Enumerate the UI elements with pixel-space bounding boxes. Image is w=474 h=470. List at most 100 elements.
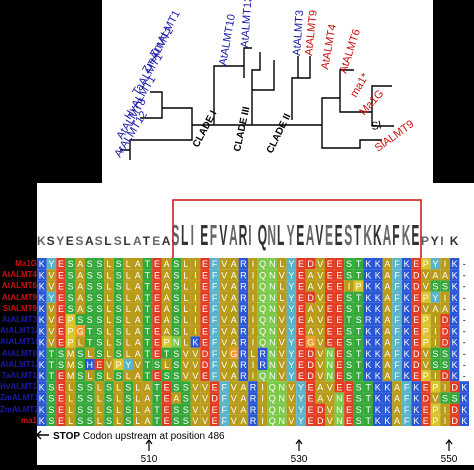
residue-cell [133,314,143,326]
residue-letter: L [106,293,111,303]
residue-letter: F [212,293,218,303]
residue-letter: F [394,259,400,269]
residue-cell [181,347,191,359]
residue-cell [181,291,191,303]
residue-cell [190,314,201,326]
residue-cell [142,403,153,415]
residue-letter: S [48,416,54,426]
residue-cell [257,381,268,393]
residue-letter: R [240,293,247,303]
residue-cell [104,358,114,370]
residue-letter: P [432,405,438,415]
residue-letter: F [404,405,410,415]
residue-cell [200,325,210,337]
residue-cell [161,392,172,404]
residue-letter: K [365,304,371,314]
residue-letter: E [58,304,64,314]
residue-cell [315,325,325,337]
residue-cell [277,280,287,292]
residue-letter: F [212,371,218,381]
residue-letter: T [145,349,151,359]
residue-letter: S [77,349,83,359]
residue-cell [85,269,95,281]
residue-cell [65,325,76,337]
residue-letter: I [434,371,437,381]
residue-letter: E [327,293,333,303]
residue-letter: A [394,382,400,392]
residue-cell [133,347,143,359]
residue-cell [459,358,469,370]
residue-cell [382,269,393,281]
residue-letter: S [173,315,179,325]
residue-cell [229,258,239,270]
residue-letter: A [240,416,246,426]
residue-letter: K [375,360,381,370]
residue-cell [305,381,316,393]
residue-cell [238,381,249,393]
residue-letter: V [202,416,208,426]
residue-letter: E [58,315,64,325]
residue-letter: F [212,270,218,280]
residue-letter: K [452,349,458,359]
residue-letter: E [336,326,342,336]
residue-cell [152,392,162,404]
row-label: AtALMT12 [0,359,37,369]
residue-cell [123,314,133,326]
residue-letter: I [194,315,197,325]
residue-letter: - [463,326,466,336]
residue-cell [65,291,76,303]
residue-letter: T [87,338,93,348]
residue-cell [459,291,469,303]
residue-cell [238,269,249,281]
residue-letter: L [116,382,121,392]
residue-letter: - [463,360,466,370]
residue-cell [75,370,85,382]
residue-letter: S [58,360,64,370]
residue-letter: K [39,259,45,269]
residue-letter: I [252,304,255,314]
residue-letter: A [231,338,237,348]
residue-cell [85,302,95,314]
residue-cell [286,414,297,426]
residue-letter: T [356,371,362,381]
residue-cell [353,280,364,292]
residue-letter: D [442,371,449,381]
residue-cell [440,392,450,404]
position-label: 530 [291,454,308,465]
residue-cell [401,392,412,404]
tree-leaf-label: Sl [370,119,382,133]
residue-cell [171,358,181,370]
residue-cell [113,269,124,281]
residue-letter: Y [288,360,294,370]
residue-cell [257,302,268,314]
residue-letter: A [231,270,237,280]
residue-cell [46,347,57,359]
residue-letter: D [307,293,314,303]
residue-letter: F [394,270,400,280]
residue-letter: K [404,304,410,314]
residue-letter: D [423,394,430,404]
residue-letter: I [444,405,447,415]
residue-cell [305,258,316,270]
logo-letter: A [383,219,392,252]
residue-letter: F [404,416,410,426]
residue-letter: E [298,315,304,325]
residue-cell [229,314,239,326]
residue-letter: V [48,270,54,280]
residue-letter: E [346,416,352,426]
residue-cell [449,358,460,370]
residue-cell [325,280,335,292]
residue-cell [123,258,133,270]
residue-letter: I [434,338,437,348]
residue-cell [430,302,441,314]
residue-letter: A [135,304,141,314]
residue-letter: A [164,304,170,314]
logo-letter: S [344,219,352,252]
residue-letter: Y [298,394,304,404]
residue-letter: Y [288,270,294,280]
residue-letter: I [194,326,197,336]
residue-letter: E [202,315,208,325]
residue-cell [85,381,95,393]
residue-letter: E [154,326,160,336]
residue-cell [94,314,105,326]
